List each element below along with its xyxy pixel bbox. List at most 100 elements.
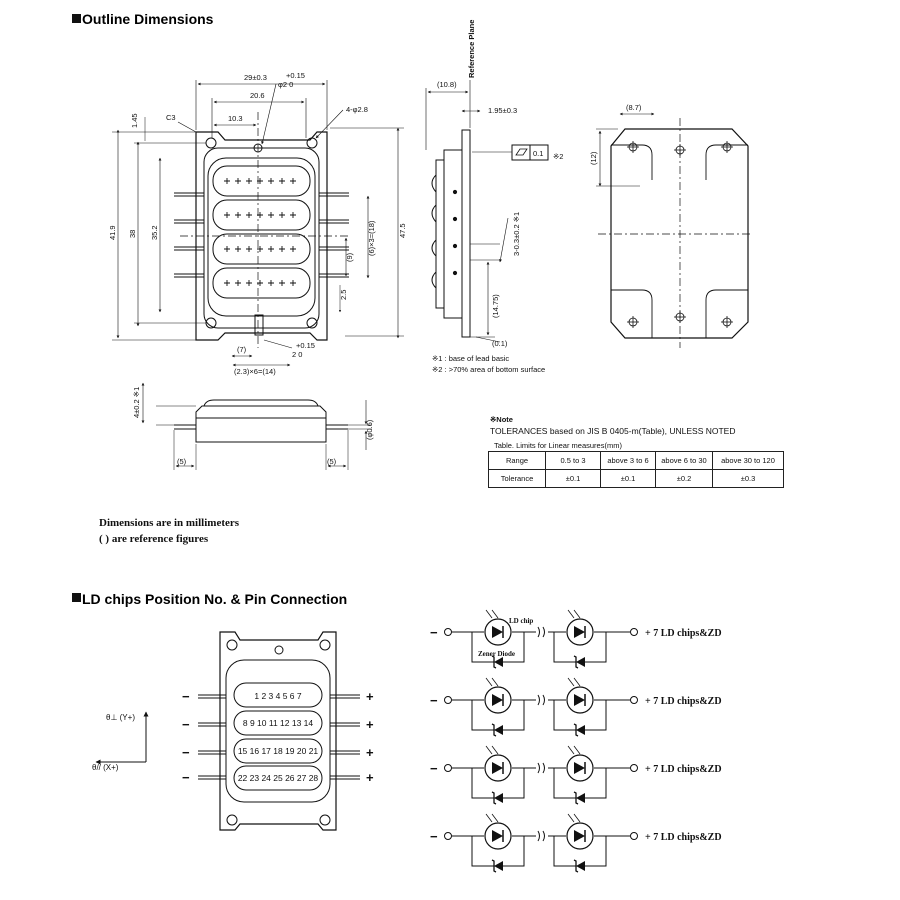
dim-20-6: 20.6 [250, 91, 265, 100]
emission-ray [567, 609, 575, 619]
dim-5-right: (5) [327, 457, 337, 466]
circuit-minus: − [430, 693, 438, 708]
zener-arrow [576, 725, 585, 735]
chip-plus-mark [246, 178, 252, 184]
terminal-minus [444, 696, 452, 704]
chip-plus-mark [235, 246, 241, 252]
bottom-view [141, 382, 372, 470]
zener-bar [491, 791, 497, 805]
tolerance-line: TOLERANCES based on JIS B 0405-m(Table),… [490, 426, 736, 436]
zener-arrow [576, 861, 585, 871]
circuit-minus: − [430, 761, 438, 776]
zener-branch [553, 632, 607, 663]
dim-1-95: 1.95±0.3 [488, 106, 517, 115]
chip-plus-mark [268, 178, 274, 184]
outline-heading: Outline Dimensions [82, 11, 214, 27]
circuit-minus: − [430, 829, 438, 844]
dim-35-2: 35.2 [150, 225, 159, 240]
terminal-plus [630, 832, 638, 840]
chip-plus-mark [224, 212, 230, 218]
emission-ray [491, 609, 499, 619]
heading-bullet [72, 14, 81, 23]
zener-arrow [576, 657, 585, 667]
emission-ray [491, 813, 499, 823]
terminal-minus [444, 764, 452, 772]
chip-plus-mark [268, 246, 274, 252]
terminal-minus [444, 628, 452, 636]
break-mark [537, 830, 545, 842]
dim-7: (7) [237, 345, 247, 354]
chip-plus-mark [257, 178, 263, 184]
dim-10-8: (10.8) [437, 80, 457, 89]
chip-plus-mark [235, 212, 241, 218]
ld-chip-symbol [484, 618, 512, 646]
terminal-plus [630, 628, 638, 636]
diode-arrow [574, 626, 585, 638]
emission-ray [567, 677, 575, 687]
chip-plus-mark [268, 212, 274, 218]
chip-row-4: 22 23 24 25 26 27 28 [238, 773, 319, 783]
diode-arrow [492, 694, 503, 706]
dim-8-7: (8.7) [626, 103, 642, 112]
zener-branch [471, 700, 525, 731]
emission-ray [491, 745, 499, 755]
circuit-diagram [444, 609, 638, 873]
dim-41-9: 41.9 [108, 225, 117, 240]
axis-x-label: θ// (X+) [92, 763, 119, 772]
tol-value: ±0.2 [655, 469, 713, 488]
zener-arrow [494, 793, 503, 803]
dim-plus-015-bottom: +0.15 [296, 341, 315, 350]
chip-plus-mark [279, 246, 285, 252]
reference-plane-label: Reference Plane [467, 20, 476, 78]
dim-holes: 4-φ2.8 [346, 105, 368, 114]
circuit-row-label: + 7 LD chips&ZD [645, 832, 722, 843]
front-view [112, 80, 404, 367]
chip-plus-mark [246, 212, 252, 218]
zener-label: Zener Diode [478, 650, 515, 658]
back-holes [627, 141, 733, 328]
ld-chip-symbol [484, 686, 512, 714]
zener-branch [471, 836, 525, 867]
pin-minus: − [182, 745, 190, 760]
emission-ray [567, 745, 575, 755]
chip-plus-mark [257, 246, 263, 252]
ld-chip-symbol [484, 822, 512, 850]
emission-ray [573, 609, 581, 619]
flatness-value: 0.1 [533, 149, 543, 158]
zener-bar [491, 655, 497, 669]
zener-branch [471, 768, 525, 799]
pin-plus: + [366, 770, 374, 785]
back-view [596, 112, 752, 348]
emission-ray [485, 609, 493, 619]
emission-ray [485, 677, 493, 687]
zener-branch [553, 700, 607, 731]
axis-y-label: θ⊥ (Y+) [106, 713, 135, 722]
dim-2-0: 2 0 [292, 350, 302, 359]
circuit-row-label: + 7 LD chips&ZD [645, 696, 722, 707]
chip-plus-mark [224, 246, 230, 252]
chip-plus-mark [235, 178, 241, 184]
ld-chip-symbol [566, 754, 594, 782]
diode-arrow [492, 830, 503, 842]
pin-plus: + [366, 689, 374, 704]
zener-arrow [494, 725, 503, 735]
note-2: ※2 : >70% area of bottom surface [432, 365, 545, 374]
dim-note-2: ( ) are reference figures [99, 533, 209, 545]
tol-value: ±0.3 [712, 469, 784, 488]
pin-minus: − [182, 770, 190, 785]
chip-map [95, 631, 360, 831]
zener-bar [491, 723, 497, 737]
dim-9: (9) [345, 252, 354, 262]
tol-header: above 6 to 30 [655, 451, 713, 470]
dim-10-3: 10.3 [228, 114, 243, 123]
chip-plus-mark [279, 212, 285, 218]
break-mark [537, 694, 545, 706]
zener-bar [573, 859, 579, 873]
ld-chip-label: LD chip [509, 617, 533, 625]
dim-c3: C3 [166, 113, 176, 122]
tol-header: Range [488, 451, 546, 470]
flatness-note: ※2 [553, 152, 563, 161]
tol-header: above 30 to 120 [712, 451, 784, 470]
dim-phi: (φ0.6) [365, 419, 374, 440]
